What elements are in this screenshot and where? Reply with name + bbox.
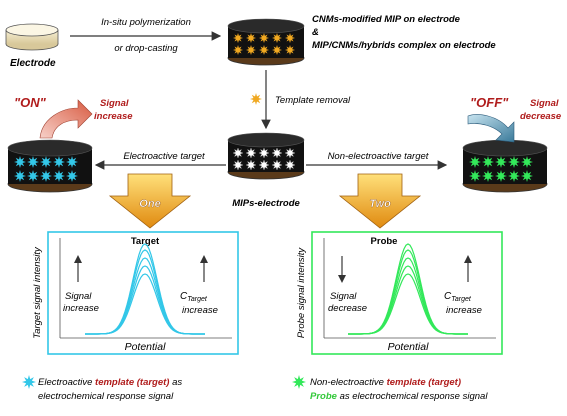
template-star (482, 156, 494, 168)
template-star (284, 159, 296, 171)
template-star (495, 170, 507, 182)
target-left-text2: increase (63, 303, 99, 314)
template-star (258, 159, 270, 171)
on-signal-line1: Signal (100, 98, 129, 109)
target-c-text: CTarget (180, 291, 208, 303)
off-signal-line1: Signal (530, 98, 559, 109)
template-star (271, 147, 283, 159)
target-plot-title: Target (131, 236, 160, 247)
mip-line2: & (312, 27, 319, 38)
template-star (233, 45, 243, 55)
template-star (285, 33, 295, 43)
on-label: "ON" (14, 95, 47, 110)
template-star (233, 33, 243, 43)
template-star (469, 156, 481, 168)
template-star (14, 156, 26, 168)
template-star (40, 170, 52, 182)
probe-peak-curves (348, 243, 468, 335)
electrode-label: Electrode (10, 58, 56, 69)
on-signal-line2: increase (94, 111, 133, 122)
electroactive-label: Electroactive target (123, 151, 205, 162)
template-star (232, 159, 244, 171)
mips-electrode-label: MIPs-electrode (232, 198, 300, 209)
signal-decrease-curved-arrow (467, 114, 515, 143)
target-right-text2: increase (182, 305, 218, 316)
template-star (508, 170, 520, 182)
legend-star (292, 375, 306, 389)
probe-right-text2: increase (446, 305, 482, 316)
template-star (271, 159, 283, 171)
electrode-off-green (462, 139, 548, 193)
path-two-label: Two (369, 198, 391, 210)
template-star (482, 170, 494, 182)
template-star (250, 93, 262, 105)
path-two-arrow (338, 173, 422, 229)
probe-left-text1: Signal (330, 291, 357, 302)
template-star (285, 45, 295, 55)
template-star (284, 147, 296, 159)
signal-increase-curved-arrow (39, 99, 93, 139)
probe-c-text: CTarget (444, 291, 472, 303)
target-plot-ylabel: Target signal intensity (32, 246, 43, 339)
template-star (259, 33, 269, 43)
template-star (66, 156, 78, 168)
template-removal-label: Template removal (275, 95, 351, 106)
template-star (53, 170, 65, 182)
template-star (508, 156, 520, 168)
peak-curve (85, 243, 205, 335)
template-star (53, 156, 65, 168)
bare-electrode (5, 23, 59, 51)
legend-left-line2: electrochemical response signal (38, 391, 174, 402)
template-star (272, 45, 282, 55)
arrow-label-line1: In-situ polymerization (101, 17, 191, 28)
legend-left-line1: Electroactive template (target) as (38, 377, 182, 388)
peak-curve (348, 243, 468, 335)
off-signal-line2: decrease (520, 111, 562, 122)
target-plot-xlabel: Potential (125, 341, 167, 353)
template-star (521, 170, 533, 182)
legend-right-line1: Non-electroactive template (target) (310, 377, 461, 388)
probe-plot-frame (311, 231, 503, 355)
arrow-label-line2: or drop-casting (114, 43, 178, 54)
template-star (27, 170, 39, 182)
probe-plot-title: Probe (371, 236, 398, 247)
template-star (246, 33, 256, 43)
legend-star (22, 375, 36, 389)
mip-line1: CNMs-modified MIP on electrode (312, 14, 461, 25)
target-left-text1: Signal (65, 291, 92, 302)
template-star (246, 45, 256, 55)
off-label: "OFF" (470, 95, 509, 110)
mip-line3: MIP/CNMs/hybrids complex on electrode (312, 40, 496, 51)
template-star (272, 33, 282, 43)
probe-plot-ylabel: Probe signal intensity (296, 247, 307, 339)
probe-plot-xlabel: Potential (388, 341, 430, 353)
template-star (258, 147, 270, 159)
template-star (495, 156, 507, 168)
template-star (245, 147, 257, 159)
template-star (27, 156, 39, 168)
template-star (259, 45, 269, 55)
template-star (469, 170, 481, 182)
template-star (521, 156, 533, 168)
template-star (40, 156, 52, 168)
mips-electrode-center (227, 132, 305, 180)
template-star (245, 159, 257, 171)
probe-left-text2: decrease (328, 303, 367, 314)
target-peak-curves (85, 243, 205, 335)
template-star-icon (250, 93, 262, 105)
path-one-arrow (108, 173, 192, 229)
legend-right-line2: Probe as electrochemical response signal (310, 391, 488, 402)
cyan-star-icon (22, 375, 36, 389)
template-star (14, 170, 26, 182)
green-star-icon (292, 375, 306, 389)
path-one-label: One (139, 198, 160, 210)
non-electroactive-label: Non-electroactive target (328, 151, 429, 162)
template-star (232, 147, 244, 159)
template-star (66, 170, 78, 182)
mip-electrode-gold (227, 18, 305, 66)
electrode-on-cyan (7, 139, 93, 193)
